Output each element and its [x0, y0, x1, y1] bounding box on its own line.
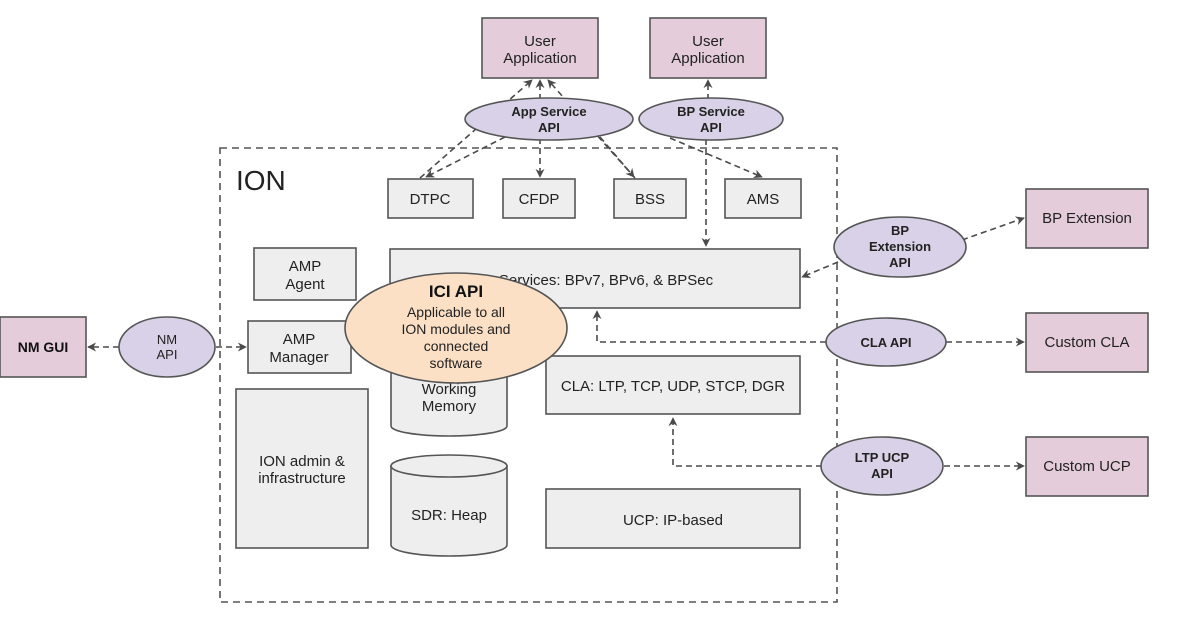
svg-text:software: software: [430, 355, 483, 371]
user-application-box-2: User Application: [649, 17, 767, 79]
svg-text:DTPC: DTPC: [410, 191, 451, 208]
svg-text:CLA API: CLA API: [860, 335, 911, 350]
svg-text:BP Extension: BP Extension: [1042, 210, 1132, 227]
amp-manager-box: AMP Manager: [247, 320, 352, 374]
svg-text:Custom UCP: Custom UCP: [1043, 458, 1131, 475]
svg-text:Applicable to all: Applicable to all: [407, 304, 505, 320]
svg-text:API: API: [157, 347, 178, 362]
connectors: [87, 79, 1025, 471]
svg-text:NM: NM: [157, 332, 177, 347]
ici-api-ellipse: ICI API Applicable to all ION modules an…: [344, 272, 568, 384]
ion-admin-box: ION admin & infrastructure: [235, 388, 369, 549]
cfdp-box: CFDP: [502, 178, 576, 219]
connector-claapi-bpservices: [592, 310, 826, 343]
svg-text:Agent: Agent: [285, 276, 325, 293]
svg-text:NM GUI: NM GUI: [18, 339, 69, 355]
svg-text:Memory: Memory: [422, 398, 477, 415]
svg-text:AMS: AMS: [747, 191, 780, 208]
svg-text:Extension: Extension: [869, 239, 931, 254]
connector-bpapi-ams: [669, 137, 763, 178]
svg-text:Manager: Manager: [269, 349, 328, 366]
custom-cla-box: Custom CLA: [1025, 312, 1149, 373]
cla-box: CLA: LTP, TCP, UDP, STCP, DGR: [545, 355, 801, 415]
svg-text:AMP: AMP: [283, 331, 316, 348]
sdr-heap-cylinder: SDR: Heap: [390, 454, 508, 557]
nm-api-ellipse: NM API: [118, 316, 216, 378]
svg-text:ICI API: ICI API: [429, 282, 483, 301]
bss-box: BSS: [613, 178, 687, 219]
connector-bpextapi-bpext: [961, 216, 1025, 241]
svg-text:AMP: AMP: [289, 258, 322, 275]
svg-text:CLA: LTP, TCP, UDP, STCP, DGR: CLA: LTP, TCP, UDP, STCP, DGR: [561, 378, 785, 395]
bp-extension-box: BP Extension: [1025, 188, 1149, 249]
svg-text:Application: Application: [503, 50, 576, 67]
svg-text:BP: BP: [891, 223, 909, 238]
nm-gui-box: NM GUI: [0, 316, 87, 378]
svg-text:API: API: [538, 120, 560, 135]
connector-ltpucpapi-cla: [668, 417, 822, 467]
svg-text:LTP UCP: LTP UCP: [855, 450, 910, 465]
svg-text:BSS: BSS: [635, 191, 665, 208]
ion-container-label: ION: [236, 165, 286, 196]
svg-text:User: User: [692, 33, 724, 50]
svg-text:Services: BPv7, BPv6, & BPSec: Services: BPv7, BPv6, & BPSec: [499, 272, 714, 289]
svg-text:API: API: [700, 120, 722, 135]
svg-text:ION admin &: ION admin &: [259, 453, 345, 470]
svg-text:User: User: [524, 33, 556, 50]
svg-text:Working: Working: [422, 381, 477, 398]
app-service-api-ellipse: App Service API: [464, 97, 634, 141]
svg-text:infrastructure: infrastructure: [258, 470, 346, 487]
ams-box: AMS: [724, 178, 802, 219]
custom-ucp-box: Custom UCP: [1025, 436, 1149, 497]
ltp-ucp-api-ellipse: LTP UCP API: [820, 436, 944, 496]
svg-text:API: API: [871, 466, 893, 481]
svg-text:UCP: IP-based: UCP: IP-based: [623, 512, 723, 529]
svg-text:ION modules and: ION modules and: [402, 321, 511, 337]
svg-text:connected: connected: [424, 338, 489, 354]
svg-text:BP Service: BP Service: [677, 104, 745, 119]
bp-extension-api-ellipse: BP Extension API: [833, 216, 967, 278]
svg-text:SDR: Heap: SDR: Heap: [411, 507, 487, 524]
connector-appapi-dtpc: [425, 136, 506, 178]
cla-api-ellipse: CLA API: [825, 317, 947, 367]
svg-text:App Service: App Service: [511, 104, 586, 119]
dtpc-box: DTPC: [387, 178, 474, 219]
svg-text:CFDP: CFDP: [519, 191, 560, 208]
svg-text:Custom CLA: Custom CLA: [1044, 334, 1129, 351]
svg-text:Application: Application: [671, 50, 744, 67]
amp-agent-box: AMP Agent: [253, 247, 357, 301]
bp-service-api-ellipse: BP Service API: [638, 97, 784, 141]
connector-appapi-bss: [599, 136, 635, 178]
ion-container: [219, 147, 838, 603]
connector-bpextapi-bpservices: [801, 261, 839, 279]
svg-text:API: API: [889, 255, 911, 270]
ucp-box: UCP: IP-based: [545, 488, 801, 549]
user-application-box-1: User Application: [481, 17, 599, 79]
